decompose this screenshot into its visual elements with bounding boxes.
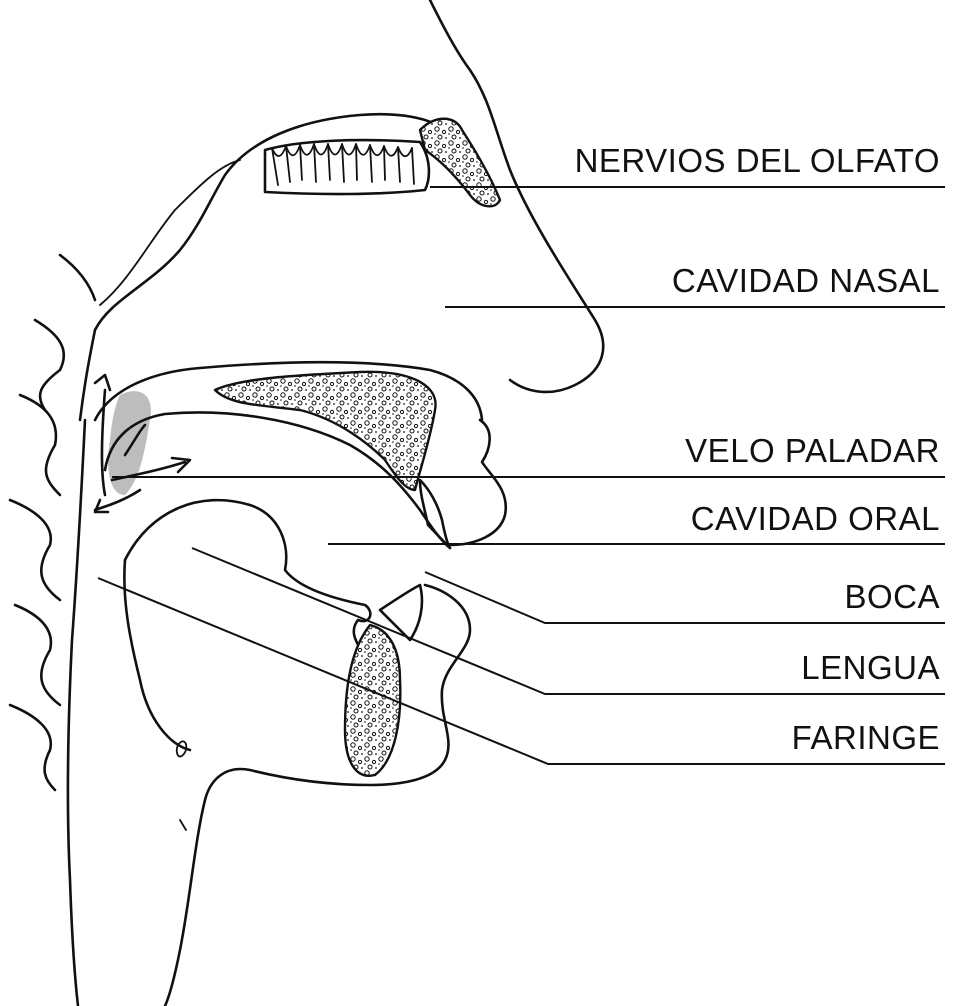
lower-teeth: [380, 585, 422, 640]
upper-teeth: [420, 480, 450, 548]
label-nervios-del-olfato: NERVIOS DEL OLFATO: [575, 142, 940, 179]
small-mark: [180, 820, 186, 830]
tongue-outline: [125, 500, 370, 648]
olfactory-nerve-fibers: [272, 144, 414, 185]
face-profile-outline: [430, 0, 603, 392]
lower-lip-chin-outline: [165, 585, 470, 1006]
label-faringe: FARINGE: [792, 719, 940, 756]
label-cavidad-oral: CAVIDAD ORAL: [691, 500, 940, 537]
label-boca: BOCA: [844, 578, 940, 615]
nasal-floor-outline: [100, 160, 240, 305]
cervical-spine-outline: [10, 255, 95, 1006]
olfactory-bulb-outline: [265, 140, 429, 194]
tongue-underside: [124, 560, 190, 750]
label-lengua: LENGUA: [801, 649, 940, 686]
nasal-bone-speckled: [420, 119, 500, 207]
label-velo-paladar: VELO PALADAR: [685, 432, 940, 469]
velum-speckled: [215, 372, 436, 490]
upper-lip-outline: [450, 420, 506, 545]
label-cavidad-nasal: CAVIDAD NASAL: [672, 262, 940, 299]
